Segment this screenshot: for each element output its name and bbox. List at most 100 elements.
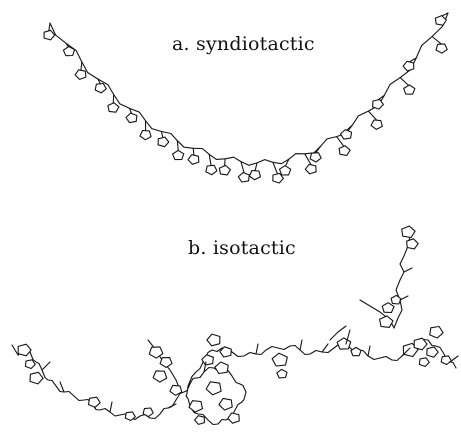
isotactic-ring xyxy=(188,400,204,413)
isotactic-ring xyxy=(201,354,214,366)
isotactic-side-bond xyxy=(367,345,371,357)
isotactic-side-bond xyxy=(109,401,113,413)
isotactic-backbone xyxy=(17,338,457,426)
isotactic-ring xyxy=(227,412,240,424)
syndiotactic-ring xyxy=(43,29,56,41)
syndiotactic-backbone xyxy=(49,12,449,166)
isotactic-ring xyxy=(429,325,444,339)
syndiotactic-ring xyxy=(94,82,107,94)
isotactic-label: b. isotactic xyxy=(188,237,296,259)
isotactic-ring xyxy=(152,370,168,383)
isotactic-side-bond xyxy=(167,403,177,409)
syndiotactic-chain xyxy=(43,12,449,184)
syndiotactic-sidechain-bond xyxy=(399,77,410,87)
syndiotactic-ring xyxy=(435,43,448,54)
syndiotactic-sidechain-bond xyxy=(192,147,195,156)
isotactic-side-bond xyxy=(11,344,19,356)
isotactic-side-bond xyxy=(321,343,329,353)
isotactic-ring xyxy=(276,368,288,379)
syndiotactic-ring xyxy=(125,112,138,124)
syndiotactic-sidechain-bond xyxy=(254,162,258,172)
isotactic-side-bond xyxy=(203,361,207,373)
syndiotactic-ring xyxy=(370,119,383,130)
syndiotactic-sidechain-bond xyxy=(160,130,164,139)
isotactic-branch xyxy=(329,325,347,341)
syndiotactic-ring xyxy=(237,171,250,183)
isotactic-ring xyxy=(29,371,44,385)
isotactic-ring xyxy=(401,225,416,239)
isotactic-ring xyxy=(390,294,402,305)
syndiotactic-sidechain-bond xyxy=(80,61,83,72)
syndiotactic-sidechain-bond xyxy=(345,124,354,132)
isotactic-chain xyxy=(11,225,459,426)
syndiotactic-sidechain-bond xyxy=(97,78,102,85)
syndiotactic-sidechain-bond xyxy=(240,161,245,174)
isotactic-ring xyxy=(17,343,32,357)
syndiotactic-sidechain-bond xyxy=(304,153,312,166)
syndiotactic-ring xyxy=(278,165,292,176)
isotactic-side-bond xyxy=(449,355,459,363)
isotactic-ring xyxy=(87,396,101,408)
syndiotactic-ring xyxy=(402,60,415,72)
syndiotactic-ring xyxy=(172,149,185,161)
isotactic-ring xyxy=(214,361,229,375)
syndiotactic-ring xyxy=(309,152,322,163)
isotactic-side-bond xyxy=(345,329,351,345)
syndiotactic-ring xyxy=(62,45,76,57)
isotactic-side-bond xyxy=(403,267,413,273)
syndiotactic-ring xyxy=(74,69,87,80)
isotactic-ring xyxy=(336,337,352,350)
syndiotactic-ring xyxy=(218,164,231,176)
isotactic-ring xyxy=(219,346,232,358)
isotactic-ring xyxy=(413,337,428,351)
isotactic-side-bond xyxy=(41,361,51,371)
syndiotactic-sidechain-bond xyxy=(314,145,322,154)
isotactic-ring xyxy=(381,302,395,314)
syndiotactic-label: a. syndiotactic xyxy=(172,33,315,55)
isotactic-side-bond xyxy=(399,295,409,301)
syndiotactic-sidechain-bond xyxy=(336,136,345,148)
syndiotactic-sidechain-bond xyxy=(208,153,212,167)
syndiotactic-ring xyxy=(403,84,416,95)
syndiotactic-sidechain-bond xyxy=(176,140,179,152)
syndiotactic-ring xyxy=(139,129,152,141)
isotactic-ring xyxy=(159,357,173,368)
syndiotactic-sidechain-bond xyxy=(112,93,115,105)
syndiotactic-sidechain-bond xyxy=(272,161,279,175)
isotactic-side-bond xyxy=(401,347,411,357)
isotactic-ring xyxy=(271,352,288,367)
isotactic-side-bond xyxy=(255,343,259,355)
isotactic-side-bond xyxy=(299,339,303,351)
isotactic-ring xyxy=(418,357,430,368)
isotactic-ring xyxy=(24,359,36,370)
syndiotactic-ring xyxy=(434,15,447,26)
isotactic-ring xyxy=(169,384,183,396)
syndiotactic-ring xyxy=(248,169,262,181)
isotactic-ring xyxy=(406,238,419,250)
isotactic-ring xyxy=(379,315,394,328)
isotactic-ring xyxy=(148,346,164,359)
isotactic-side-bond xyxy=(59,381,65,393)
isotactic-ring xyxy=(426,346,439,358)
syndiotactic-ring xyxy=(107,102,120,113)
syndiotactic-ring xyxy=(304,163,317,175)
isotactic-ring xyxy=(124,411,136,422)
isotactic-ring xyxy=(194,415,205,425)
syndiotactic-ring xyxy=(339,129,353,140)
syndiotactic-sidechain-bond xyxy=(48,22,51,32)
isotactic-ring xyxy=(218,397,233,411)
syndiotactic-sidechain-bond xyxy=(367,110,378,121)
syndiotactic-ring xyxy=(372,98,384,110)
syndiotactic-ring xyxy=(157,136,170,148)
isotactic-ring xyxy=(440,355,452,366)
isotactic-ring xyxy=(350,346,362,357)
isotactic-ring xyxy=(142,407,154,418)
syndiotactic-ring xyxy=(187,154,200,165)
syndiotactic-ring xyxy=(272,172,285,184)
syndiotactic-ring xyxy=(338,145,351,156)
syndiotactic-sidechain-bond xyxy=(431,35,443,45)
syndiotactic-ring xyxy=(205,164,218,176)
isotactic-ring xyxy=(205,381,222,396)
